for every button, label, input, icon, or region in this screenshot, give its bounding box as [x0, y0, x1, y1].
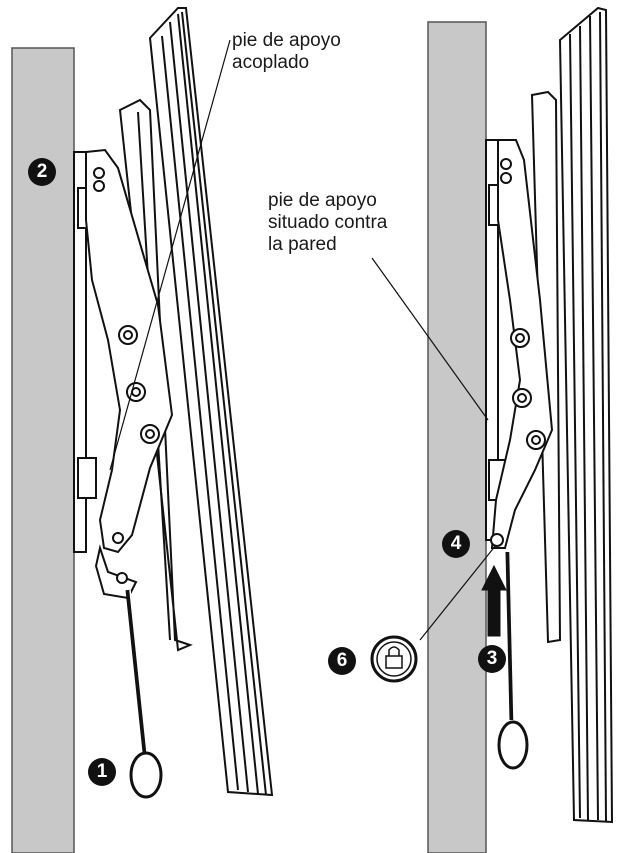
callout-foot-attached-line1: pie de apoyo: [232, 30, 341, 51]
right-scene: [370, 6, 614, 853]
step-badge-6: 6: [328, 647, 356, 675]
left-callout-leader: [109, 39, 231, 471]
step-badge-2: 2: [28, 158, 56, 186]
left-wall-plate: [73, 151, 97, 553]
callout-against-wall-line2: situado contra: [268, 212, 388, 233]
step-badge-1: 1: [88, 758, 116, 786]
callout-foot-attached: pie de apoyo acoplado: [232, 30, 341, 74]
lock-leader: [419, 544, 497, 641]
step-badge-4: 4: [442, 530, 470, 558]
left-bracket-arm: [85, 148, 174, 600]
right-callout-leader: [371, 257, 489, 421]
lock-icon: [370, 635, 418, 683]
pull-ring-icon-right: [497, 551, 529, 770]
right-wall: [427, 21, 487, 853]
up-arrow-icon: [481, 564, 507, 637]
pull-ring-icon: [125, 589, 163, 799]
left-scene: [11, 7, 274, 853]
callout-foot-against-wall: pie de apoyo situado contra la pared: [268, 190, 387, 256]
step-badge-3: 3: [478, 645, 506, 673]
callout-against-wall-line1: pie de apoyo: [268, 190, 377, 211]
callout-foot-attached-line2: acoplado: [232, 52, 310, 73]
callout-against-wall-line3: la pared: [268, 234, 337, 255]
right-bracket-arm: [490, 139, 554, 549]
